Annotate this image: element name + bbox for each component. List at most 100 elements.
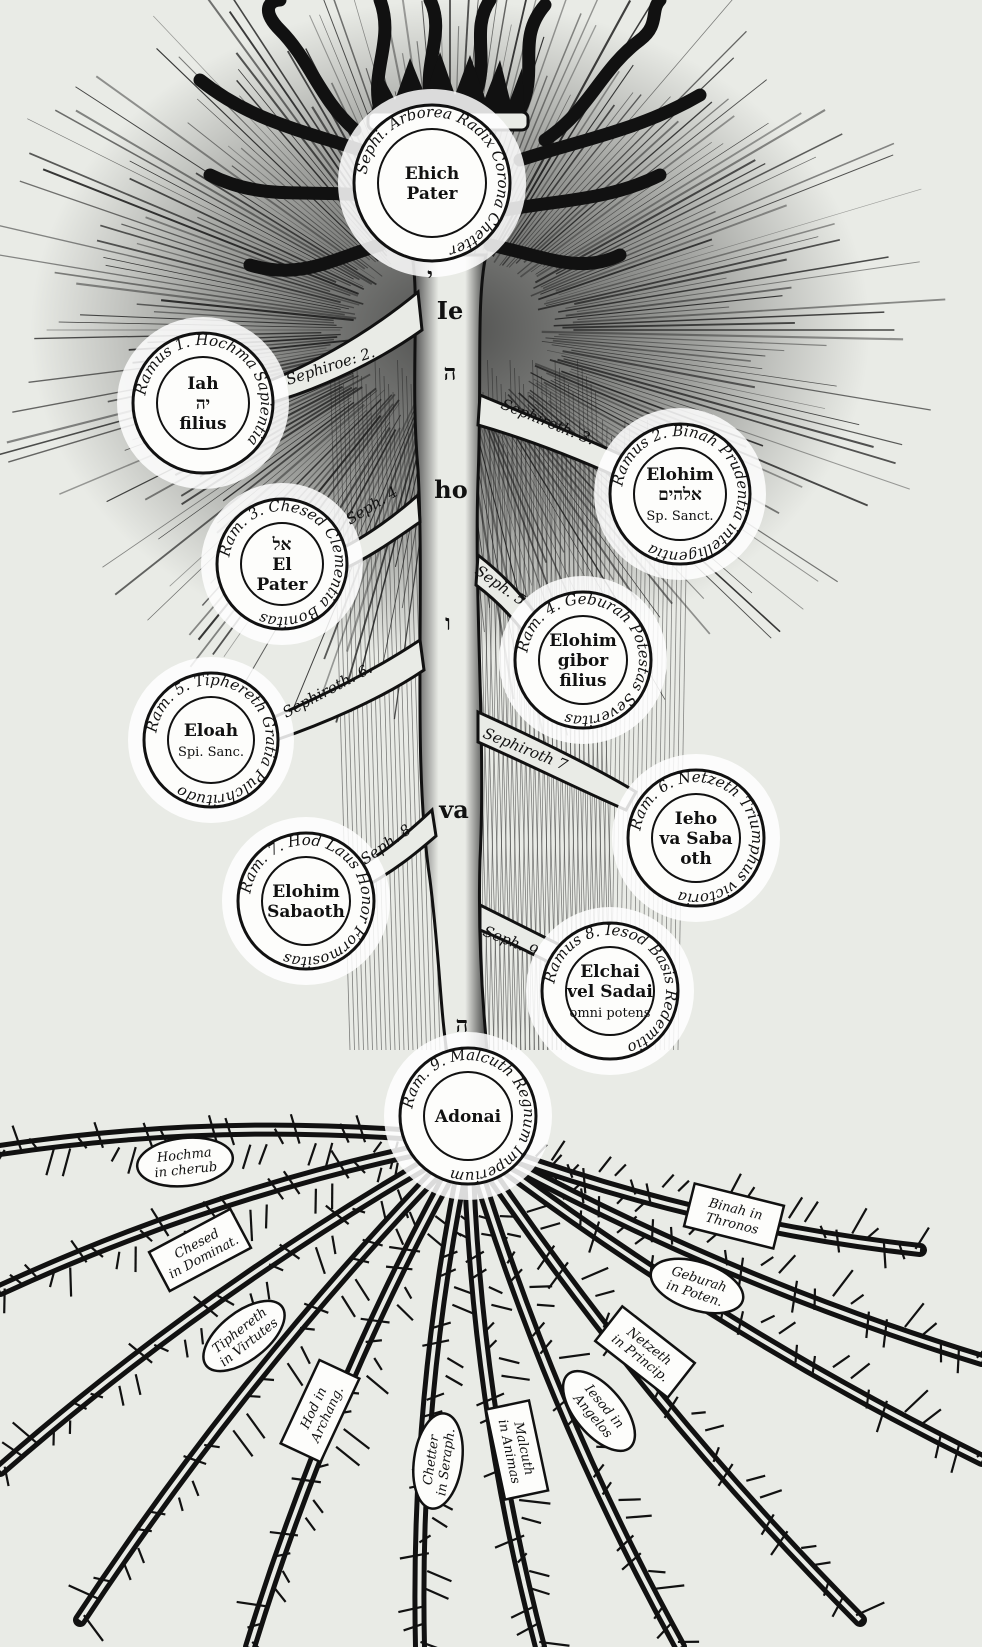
root-feather [0, 1149, 6, 1160]
root-feather [976, 1350, 982, 1359]
root-feather [712, 1446, 720, 1463]
root-feather [241, 1144, 252, 1170]
sephirah-name-line: Iah [187, 374, 218, 394]
root-feather [663, 1396, 679, 1419]
sephirah-netzeth: Ram. 6. Netzeth Triumphus victoriaIehova… [612, 754, 780, 922]
root-feather [579, 1188, 585, 1204]
root-feather [737, 1257, 745, 1288]
root-label-text: Chetter [421, 1433, 443, 1486]
root-feather [362, 1238, 383, 1247]
root-feather [351, 1159, 366, 1174]
root-feather [832, 1354, 851, 1369]
hatch-line [365, 383, 387, 1051]
root-label-ellipse [561, 1369, 637, 1453]
root-feather [335, 1445, 361, 1467]
root-feather [506, 1250, 516, 1264]
root-feather [418, 1534, 432, 1544]
sephirah-name-line: Elohim [646, 465, 714, 485]
sephirah-name-line: Ieho [675, 809, 717, 829]
root-feather [429, 1321, 452, 1330]
root-feather [904, 1302, 925, 1328]
root-feather [832, 1269, 854, 1297]
root-feather [269, 1530, 299, 1537]
root-feather [258, 1143, 268, 1165]
sephirah-outer-ring [142, 671, 280, 809]
root-feather [510, 1605, 535, 1619]
root-feather [236, 1600, 268, 1608]
root-stem-highlight [78, 1138, 470, 1622]
root-feather [882, 1319, 889, 1348]
root-feather [267, 1177, 285, 1200]
root-feather [529, 1285, 553, 1289]
root-feather [299, 1326, 315, 1331]
root-feather [232, 1429, 254, 1457]
sephirah-inner-ring [261, 856, 351, 946]
root-feather [330, 1149, 350, 1179]
root-feather [268, 1263, 284, 1272]
root-feather [177, 1497, 184, 1512]
root-feather [598, 1156, 612, 1173]
root-feather [127, 1146, 137, 1174]
root-feather [153, 1343, 169, 1353]
sephirah-name-line: Elohim [549, 631, 617, 651]
root-feather [398, 1605, 425, 1614]
root-feather [264, 1204, 268, 1229]
sephirah-name-line: Eloah [184, 721, 238, 741]
sephirah-inner-ring [156, 356, 250, 450]
root-feather [148, 1510, 166, 1516]
root-feather [476, 1392, 505, 1407]
root-branch [461, 1133, 885, 1627]
root-feather [249, 1209, 254, 1242]
root-label-text: in cherub [154, 1160, 218, 1181]
root-feather [251, 1641, 260, 1647]
root-feather [93, 1576, 112, 1583]
sephirah-name-line: יה [196, 394, 210, 414]
root-feather [71, 1400, 88, 1410]
root-feather [446, 1357, 464, 1369]
root-feather [246, 1394, 261, 1398]
root-feather [614, 1163, 627, 1177]
root-feather [655, 1584, 685, 1590]
root-feather [491, 1303, 513, 1311]
root-feather [488, 1286, 503, 1295]
root-feather [746, 1474, 766, 1482]
root-feather [760, 1314, 776, 1324]
root-feather [134, 1374, 142, 1396]
root-feather [68, 1584, 98, 1600]
hatch-line [392, 391, 414, 1051]
sephirah-outer-ring [398, 1046, 538, 1186]
sephirah-inner-ring [423, 1071, 513, 1161]
root-feather [550, 1140, 566, 1161]
root-feather [677, 1179, 690, 1192]
root-feather [403, 1623, 423, 1632]
root-feather [526, 1204, 548, 1214]
trunk-letter: va [438, 795, 469, 824]
branches [256, 289, 639, 971]
root-feather [279, 1243, 301, 1260]
root-feather [629, 1179, 637, 1195]
root-stem-highlight [0, 1138, 469, 1472]
root-feather [440, 1268, 457, 1277]
sephirah-inner-ring [538, 615, 628, 705]
trunk-letter: י [427, 263, 433, 289]
hatch-line [401, 367, 423, 1051]
root-feather [339, 1123, 350, 1143]
root-feather [595, 1289, 615, 1298]
root-feather [579, 1210, 583, 1227]
hatch-line [397, 359, 418, 1051]
root-feather [183, 1339, 189, 1358]
root-feather [300, 1345, 311, 1365]
root-feather [247, 1623, 261, 1629]
root-feather [822, 1581, 830, 1597]
root-feather [867, 1227, 880, 1239]
root-feather [426, 1392, 445, 1401]
root-feather [803, 1201, 819, 1223]
root-feather [539, 1640, 570, 1647]
root-feather [273, 1128, 285, 1145]
root-feather [486, 1339, 498, 1351]
root-feather [286, 1362, 304, 1387]
